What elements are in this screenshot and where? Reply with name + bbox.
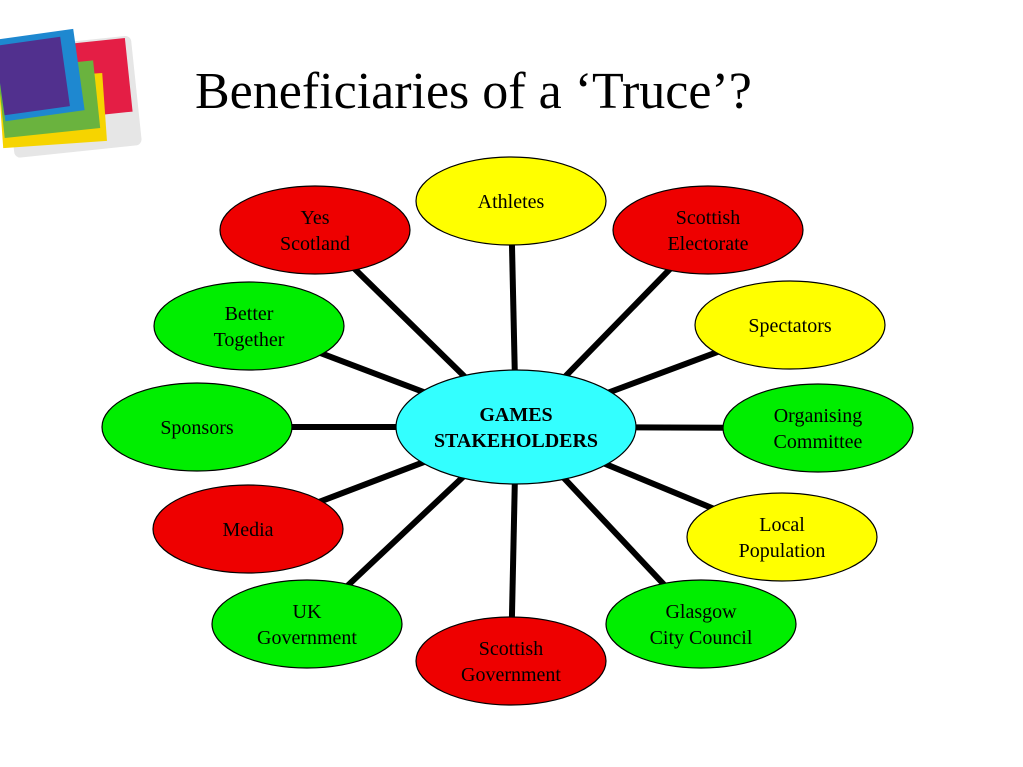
node-label: Electorate — [667, 233, 748, 255]
node-media: Media — [152, 484, 344, 574]
node-label: UK — [293, 601, 322, 623]
node-ellipse — [415, 616, 607, 706]
node-ellipse — [219, 185, 411, 275]
node-label: Athletes — [478, 191, 545, 213]
node-ellipse — [211, 579, 403, 669]
node-label: Yes — [300, 207, 329, 229]
logo-purple-square — [0, 36, 70, 116]
node-ellipse — [153, 281, 345, 371]
node-label: Together — [214, 329, 285, 351]
node-label: STAKEHOLDERS — [434, 430, 598, 452]
node-label: Media — [222, 519, 273, 541]
node-label: Scotland — [280, 233, 350, 255]
slide-title: Beneficiaries of a ‘Truce’? — [195, 63, 752, 120]
node-label: Sponsors — [160, 417, 234, 439]
node-spectators: Spectators — [694, 280, 886, 370]
node-label: Glasgow — [665, 601, 737, 623]
node-label: Better — [225, 303, 274, 325]
node-label: Scottish — [676, 207, 740, 229]
slide-logo — [0, 28, 142, 158]
node-label: Government — [461, 664, 561, 686]
node-label: GAMES — [479, 404, 552, 426]
node-sponsors: Sponsors — [101, 382, 293, 472]
node-ellipse — [152, 484, 344, 574]
node-label: Population — [739, 540, 826, 562]
node-label: Government — [257, 627, 357, 649]
node-label: Committee — [774, 431, 863, 453]
node-ellipse — [612, 185, 804, 275]
stakeholder-nodes: AthletesScottishElectorateSpectatorsOrga… — [101, 156, 914, 706]
node-label: Spectators — [748, 315, 832, 337]
node-uk-government: UK Government — [211, 579, 403, 669]
node-athletes: Athletes — [415, 156, 607, 246]
node-ellipse — [101, 382, 293, 472]
node-ellipse — [686, 492, 878, 582]
node-label: City Council — [650, 627, 753, 649]
node-ellipse — [605, 579, 797, 669]
center-node: GAMES STAKEHOLDERS — [395, 369, 637, 485]
center-ellipse — [395, 369, 637, 485]
node-label: Organising — [774, 405, 863, 427]
node-ellipse — [694, 280, 886, 370]
node-label: Scottish — [479, 638, 543, 660]
node-label: Local — [759, 514, 805, 536]
node-ellipse — [722, 383, 914, 473]
node-ellipse — [415, 156, 607, 246]
